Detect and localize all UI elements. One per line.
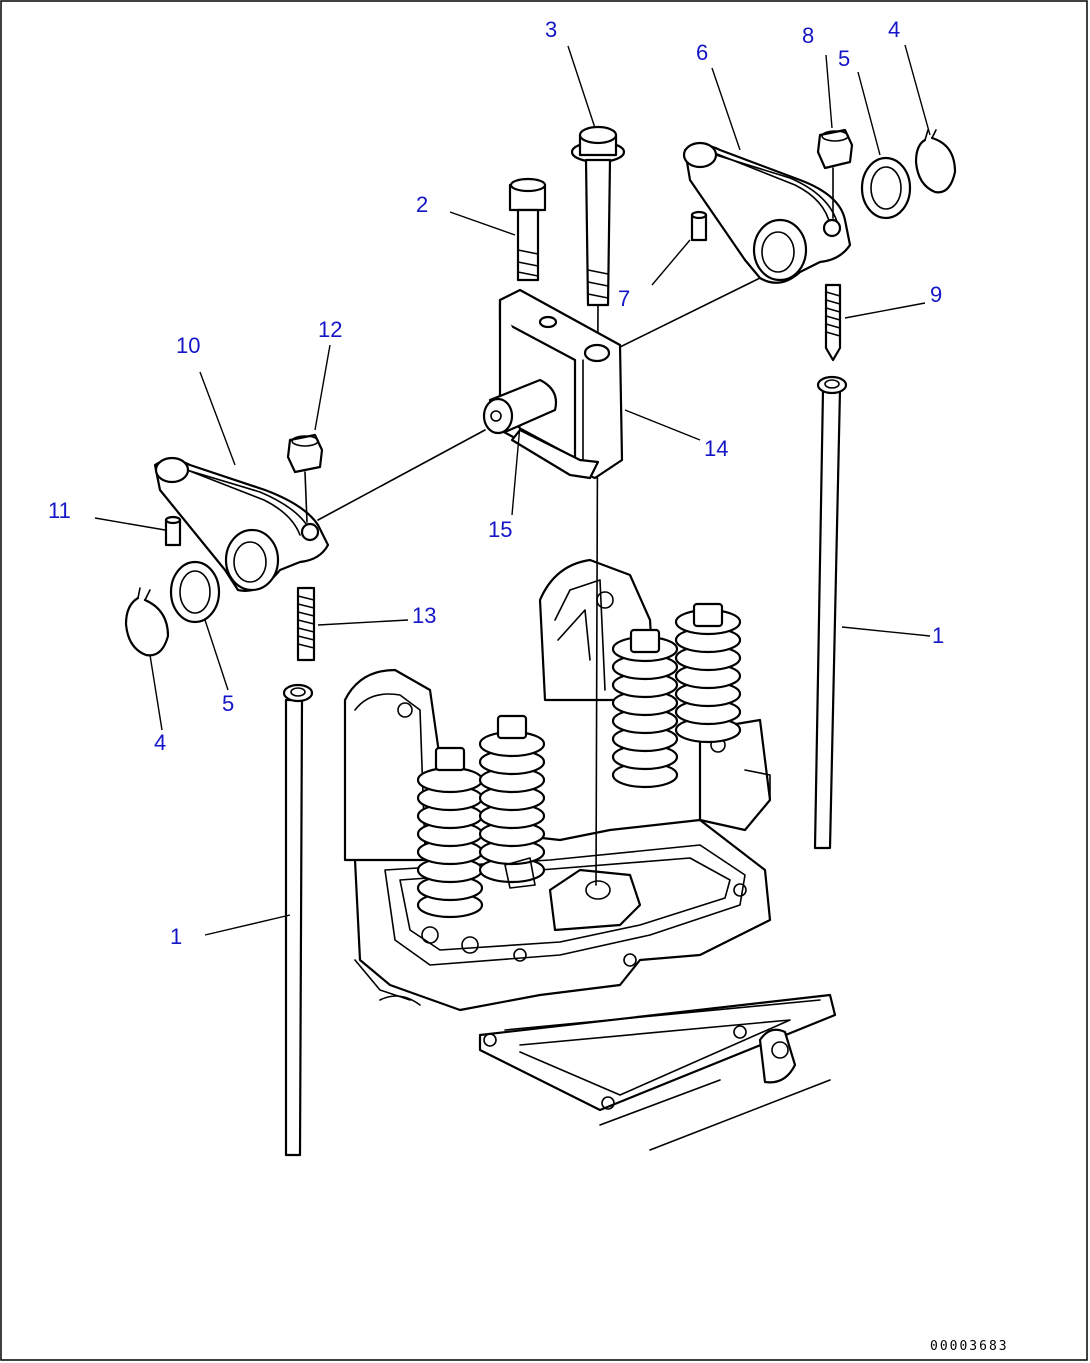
- callout-13: 13: [412, 603, 436, 628]
- callout-12: 12: [318, 317, 342, 342]
- callout-5-right: 5: [838, 46, 850, 71]
- callout-1-right: 1: [932, 623, 944, 648]
- rocker-arm-left: [153, 456, 330, 592]
- axis-line-left-arm: [317, 429, 486, 521]
- callout-9: 9: [930, 282, 942, 307]
- valve-spring-rear-right: [674, 602, 742, 744]
- valve-spring-front-left: [416, 746, 484, 919]
- lock-nut-right: [816, 128, 854, 170]
- push-rod-right: [813, 375, 848, 850]
- callout-4-left: 4: [154, 730, 166, 755]
- cylinder-head-assembly: [343, 558, 837, 1151]
- callout-labels: 3 2 6 8 5 4 7 9 10 12 11 13 14 15 1 1 5 …: [48, 17, 944, 949]
- callout-7: 7: [618, 286, 630, 311]
- rocker-arm-right: [682, 141, 852, 284]
- figure-code: 00003683: [930, 1339, 1009, 1354]
- axis-line-right-arm: [619, 277, 761, 348]
- callout-8: 8: [802, 23, 814, 48]
- callout-11: 11: [48, 498, 71, 523]
- callout-4-right: 4: [888, 17, 900, 42]
- leader-lines: [94, 44, 931, 936]
- adjusting-screw-right: [824, 283, 842, 362]
- pin-right: [690, 210, 708, 242]
- callout-2: 2: [416, 192, 428, 217]
- push-rod-left: [282, 683, 314, 1157]
- callout-3: 3: [545, 17, 557, 42]
- callout-5-left: 5: [222, 691, 234, 716]
- thrust-washer-right: [860, 156, 912, 220]
- bolt-short: [508, 177, 547, 282]
- axis-line-nut-left: [304, 471, 308, 523]
- valve-spring-front-right: [478, 714, 546, 884]
- rocker-shaft: [482, 378, 558, 435]
- pin-left: [164, 515, 182, 547]
- callout-6: 6: [696, 40, 708, 65]
- callout-15: 15: [488, 517, 512, 542]
- bolt-long: [570, 125, 626, 307]
- snap-ring-right: [914, 129, 957, 194]
- adjusting-screw-left: [296, 586, 316, 662]
- callout-14: 14: [704, 436, 728, 461]
- snap-ring-left: [124, 587, 170, 657]
- callout-1-left: 1: [170, 924, 182, 949]
- lock-nut-left: [286, 433, 324, 474]
- valve-spring-rear-left: [611, 628, 679, 789]
- thrust-washer-left: [169, 560, 221, 624]
- callout-10: 10: [176, 333, 200, 358]
